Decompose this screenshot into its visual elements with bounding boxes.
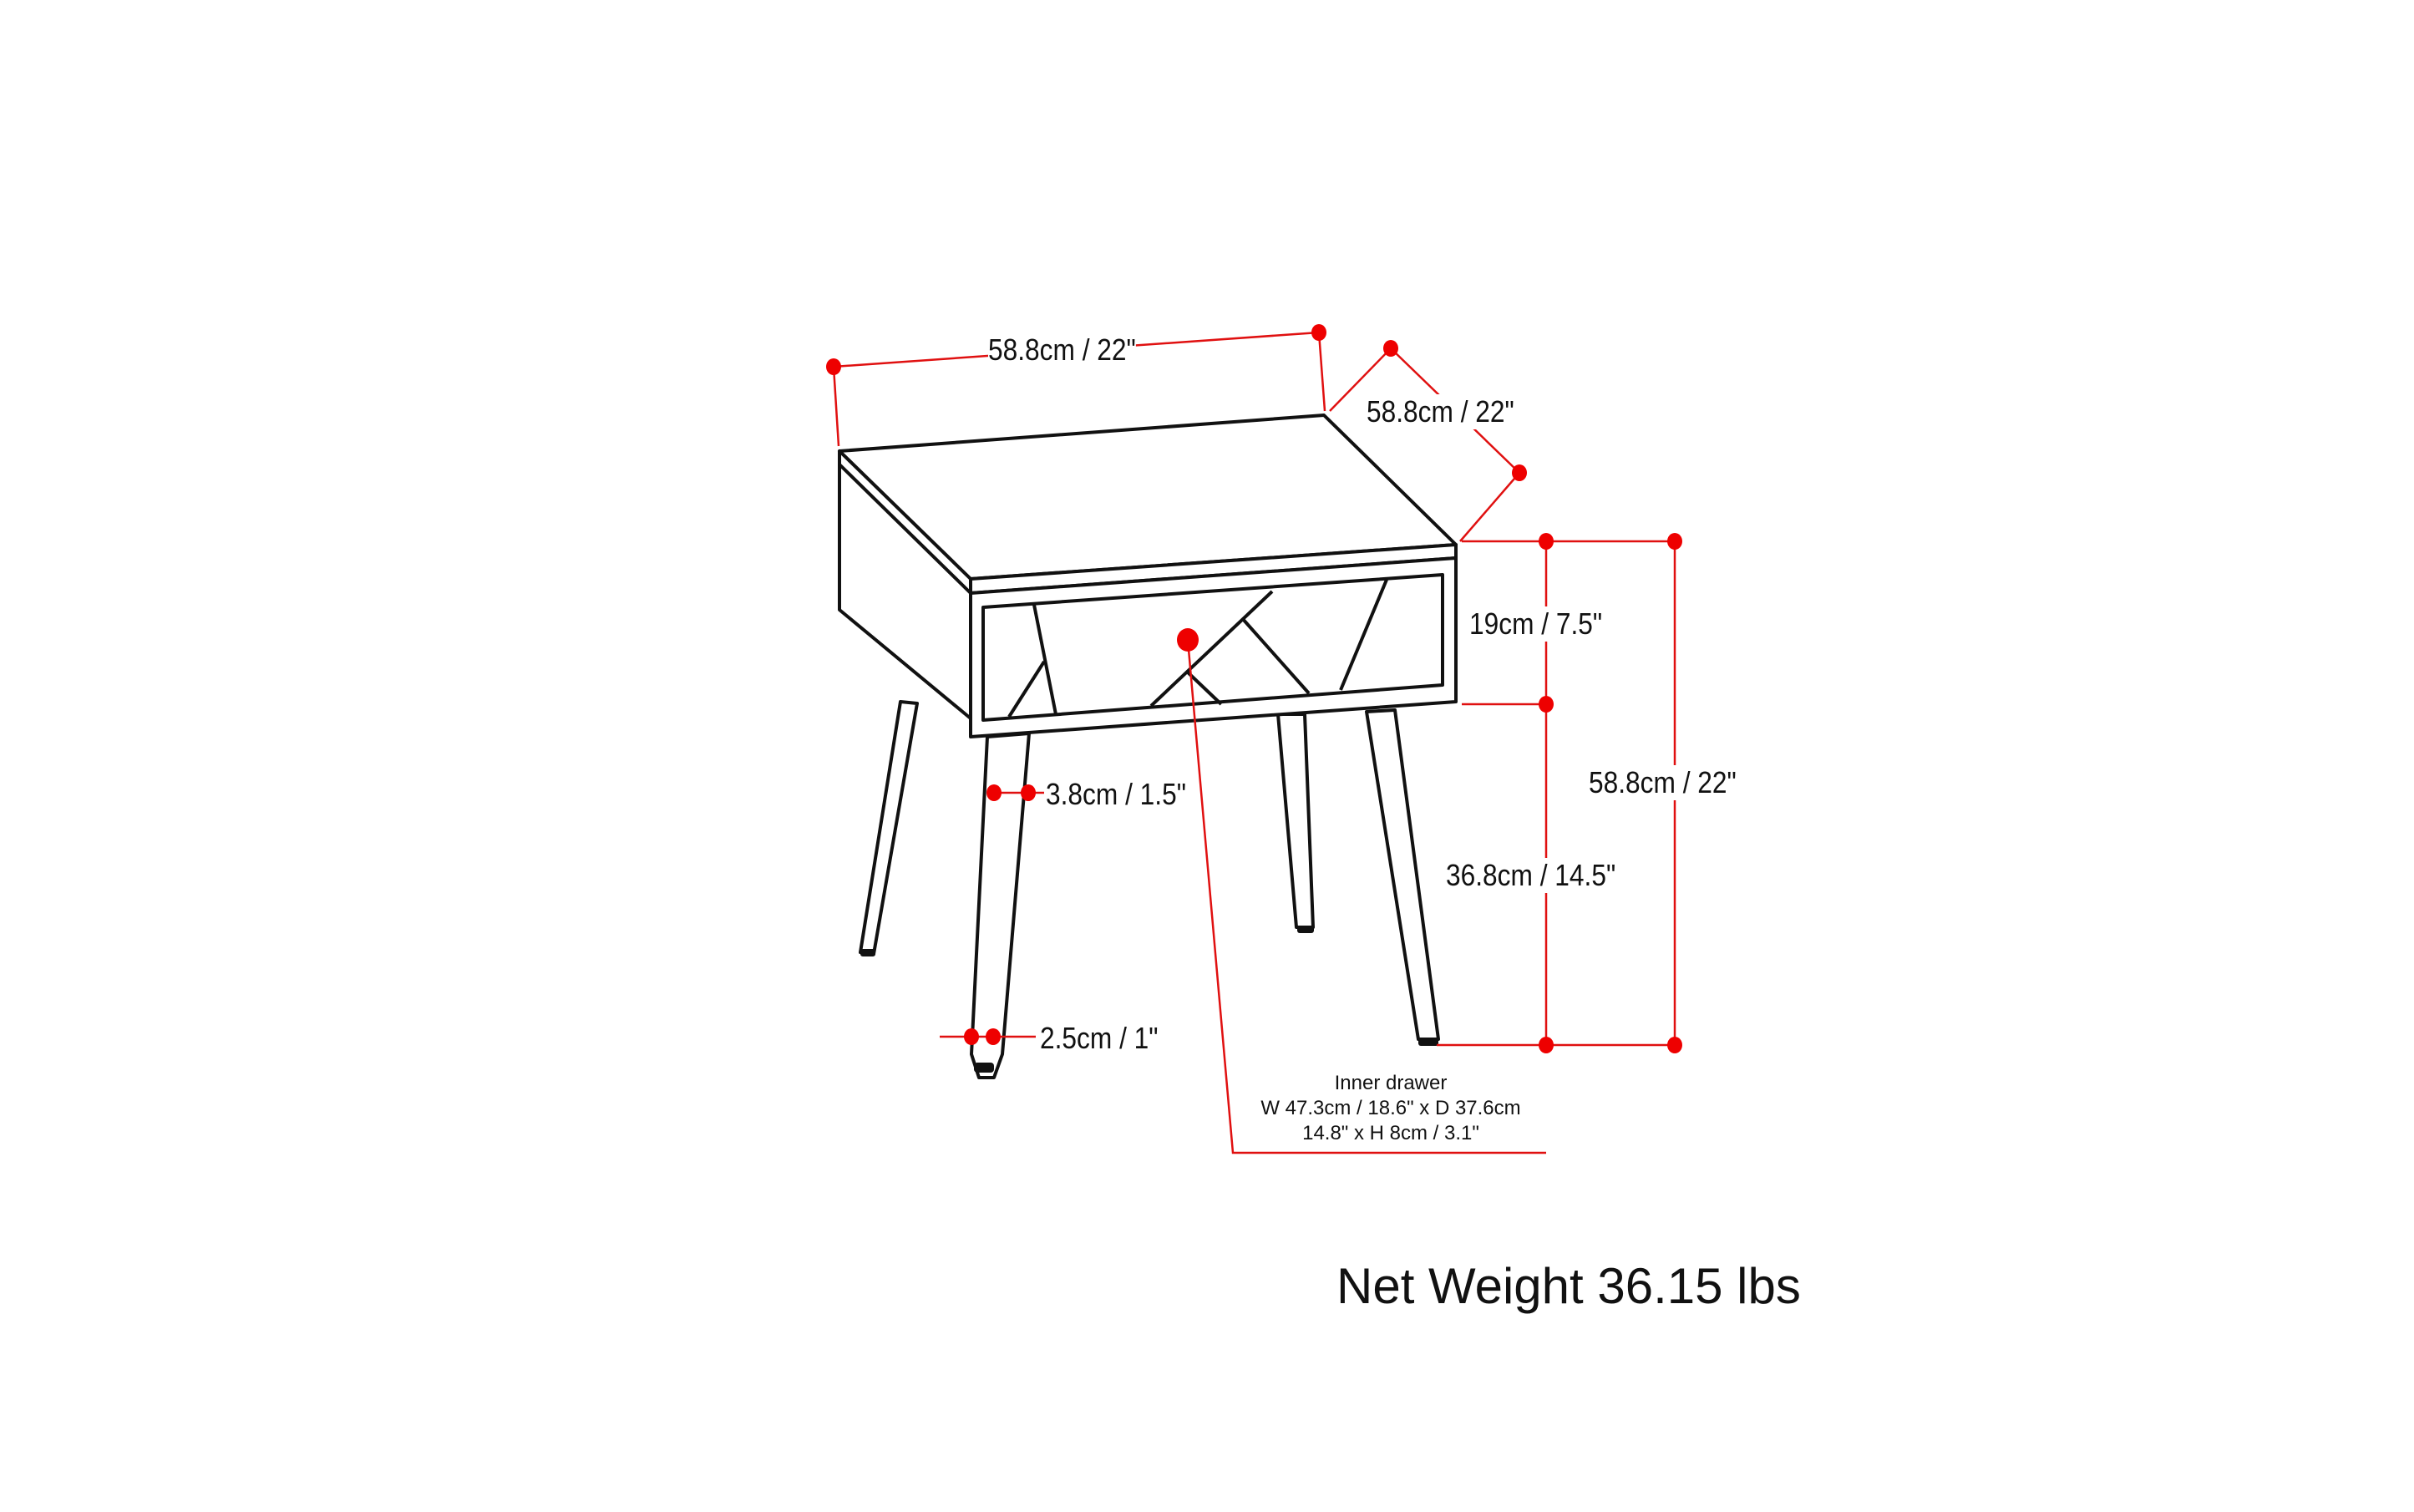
inner-drawer-line2: 14.8" x H 8cm / 3.1"	[1302, 1122, 1479, 1144]
foot-back-right	[1297, 926, 1314, 933]
foot-front-left	[974, 1063, 994, 1073]
dimension-dots	[826, 324, 1682, 1053]
leg-front-right	[1365, 708, 1440, 1041]
foot-back-left	[860, 949, 875, 956]
drawer-height-label: 19cm / 7.5"	[1469, 606, 1603, 642]
depth-label: 58.8cm / 22"	[1367, 394, 1514, 429]
leg-back-left	[859, 700, 919, 956]
width-label: 58.8cm / 22"	[988, 332, 1136, 368]
leg-bottom-width-label: 2.5cm / 1"	[1040, 1021, 1159, 1056]
leg-height-label: 36.8cm / 14.5"	[1446, 858, 1616, 893]
net-weight: Net Weight 36.15 lbs	[1336, 1258, 1801, 1314]
leg-top-width-label: 3.8cm / 1.5"	[1046, 777, 1186, 812]
inner-drawer-title: Inner drawer	[1334, 1072, 1448, 1094]
inner-drawer-line1: W 47.3cm / 18.6" x D 37.6cm	[1260, 1097, 1521, 1119]
leg-back-right	[1276, 713, 1315, 929]
drawer-pattern	[1007, 579, 1388, 718]
foot-front-right	[1418, 1038, 1438, 1046]
leg-front-left	[970, 732, 1031, 1079]
inner-drawer-note: Inner drawer W 47.3cm / 18.6" x D 37.6cm…	[1236, 1071, 1545, 1146]
total-height-label: 58.8cm / 22"	[1589, 765, 1737, 800]
